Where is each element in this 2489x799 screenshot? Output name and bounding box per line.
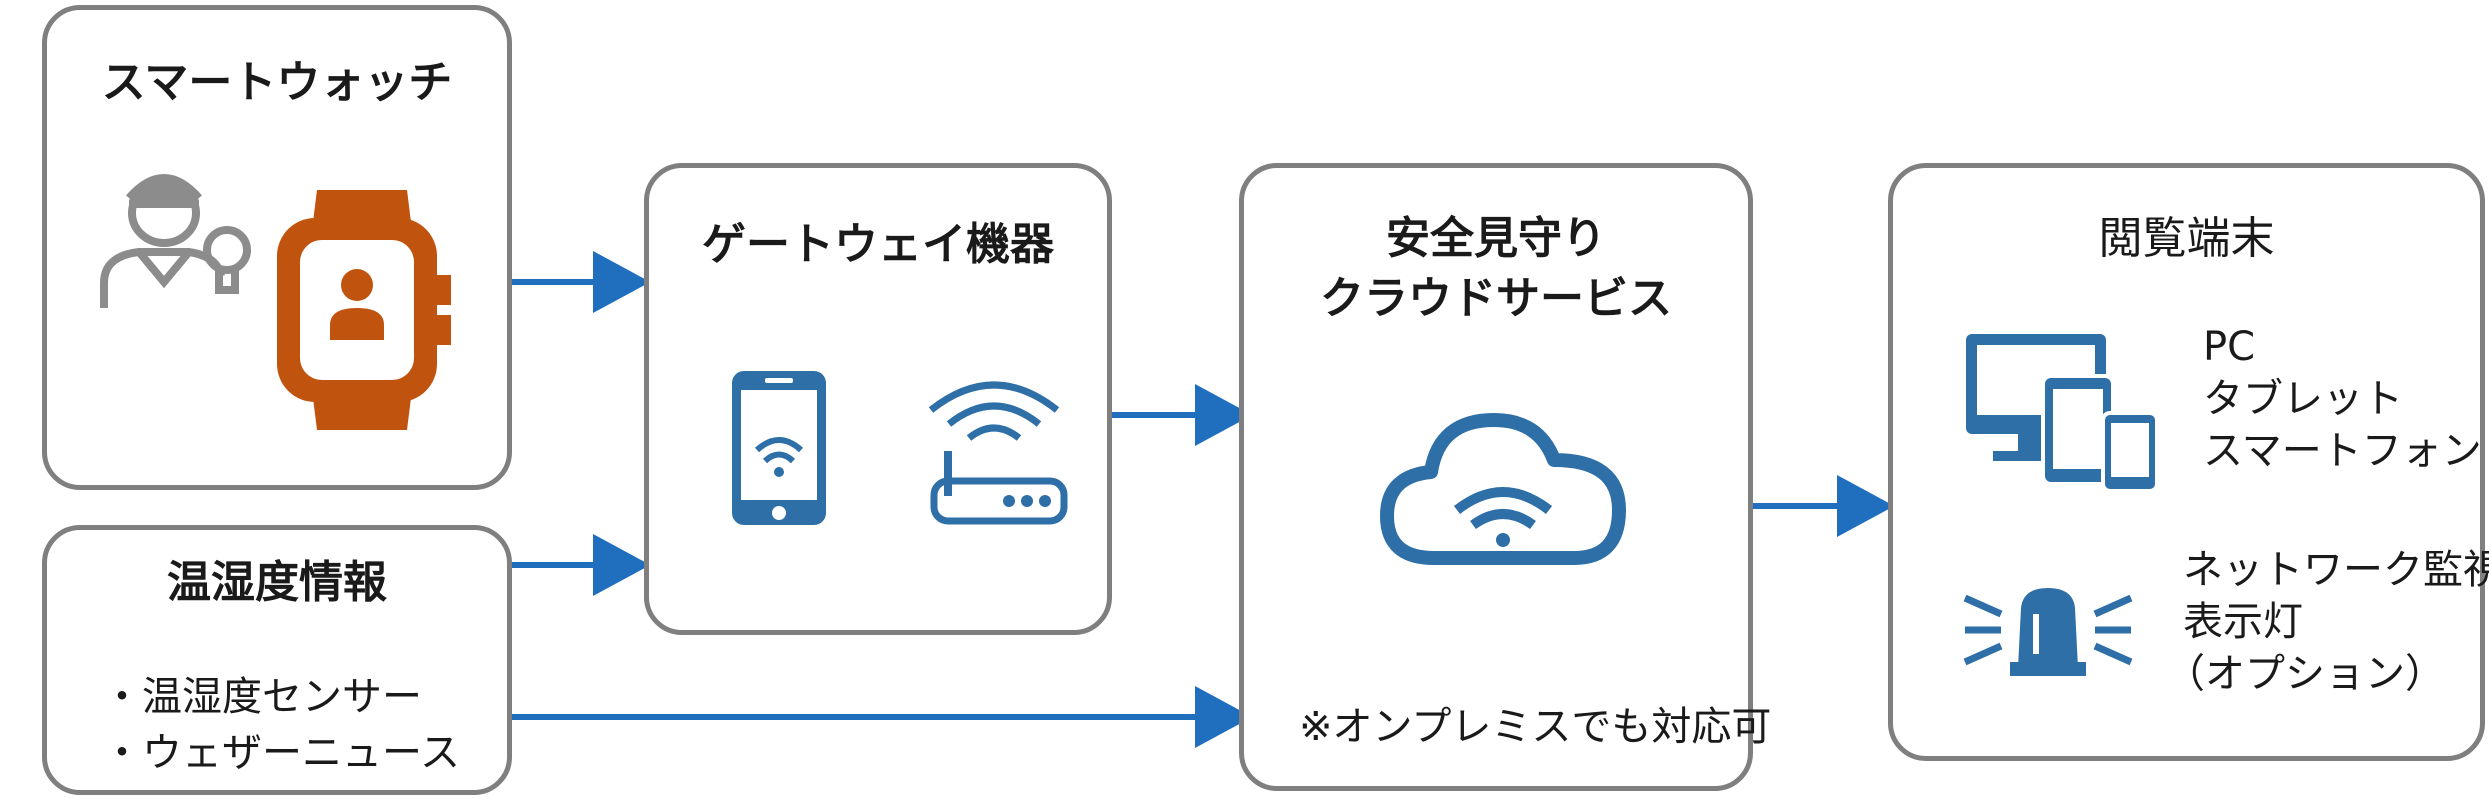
environment-box: 温湿度情報 ・温湿度センサー ・ウェザーニュース xyxy=(42,525,512,795)
smartwatch-title: スマートウォッチ xyxy=(101,57,453,108)
smartphone-wifi-icon xyxy=(729,368,829,528)
env-item-weather: ・ウェザーニュース xyxy=(102,730,460,776)
worker-with-lightbulb-icon xyxy=(89,158,259,318)
cloud-note: ※オンプレミスでも対応可 xyxy=(1299,704,1772,750)
cloud-wifi-icon xyxy=(1379,398,1629,568)
device-pc: PC xyxy=(2203,324,2256,370)
device-smartphone: スマートフォン xyxy=(2203,428,2482,474)
viewer-box: 閲覧端末 PC タブレット スマートフォン ネットワーク監視 表示灯 （オ xyxy=(1888,163,2489,761)
monitor-option: （オプション） xyxy=(2165,651,2445,697)
smartwatch-box: スマートウォッチ xyxy=(42,5,512,490)
monitor-lamp: 表示灯 xyxy=(2183,599,2303,645)
warning-lamp-icon xyxy=(1963,578,2133,678)
pc-tablet-smartphone-icon xyxy=(1963,331,2163,491)
smartwatch-icon xyxy=(272,190,462,430)
cloud-title-line2: クラウドサービス xyxy=(1320,273,1672,324)
device-tablet: タブレット xyxy=(2203,376,2403,422)
monitor-network: ネットワーク監視 xyxy=(2183,547,2489,593)
wifi-router-icon xyxy=(919,366,1079,526)
env-item-sensor: ・温湿度センサー xyxy=(102,674,422,720)
gateway-box: ゲートウェイ機器 xyxy=(644,163,1112,635)
gateway-title: ゲートウェイ機器 xyxy=(702,219,1054,270)
cloud-title-line1: 安全見守り xyxy=(1386,213,1606,264)
environment-title: 温湿度情報 xyxy=(167,557,387,608)
cloud-service-box: 安全見守り クラウドサービス ※オンプレミスでも対応可 xyxy=(1239,163,1771,791)
viewer-title: 閲覧端末 xyxy=(2098,213,2275,264)
